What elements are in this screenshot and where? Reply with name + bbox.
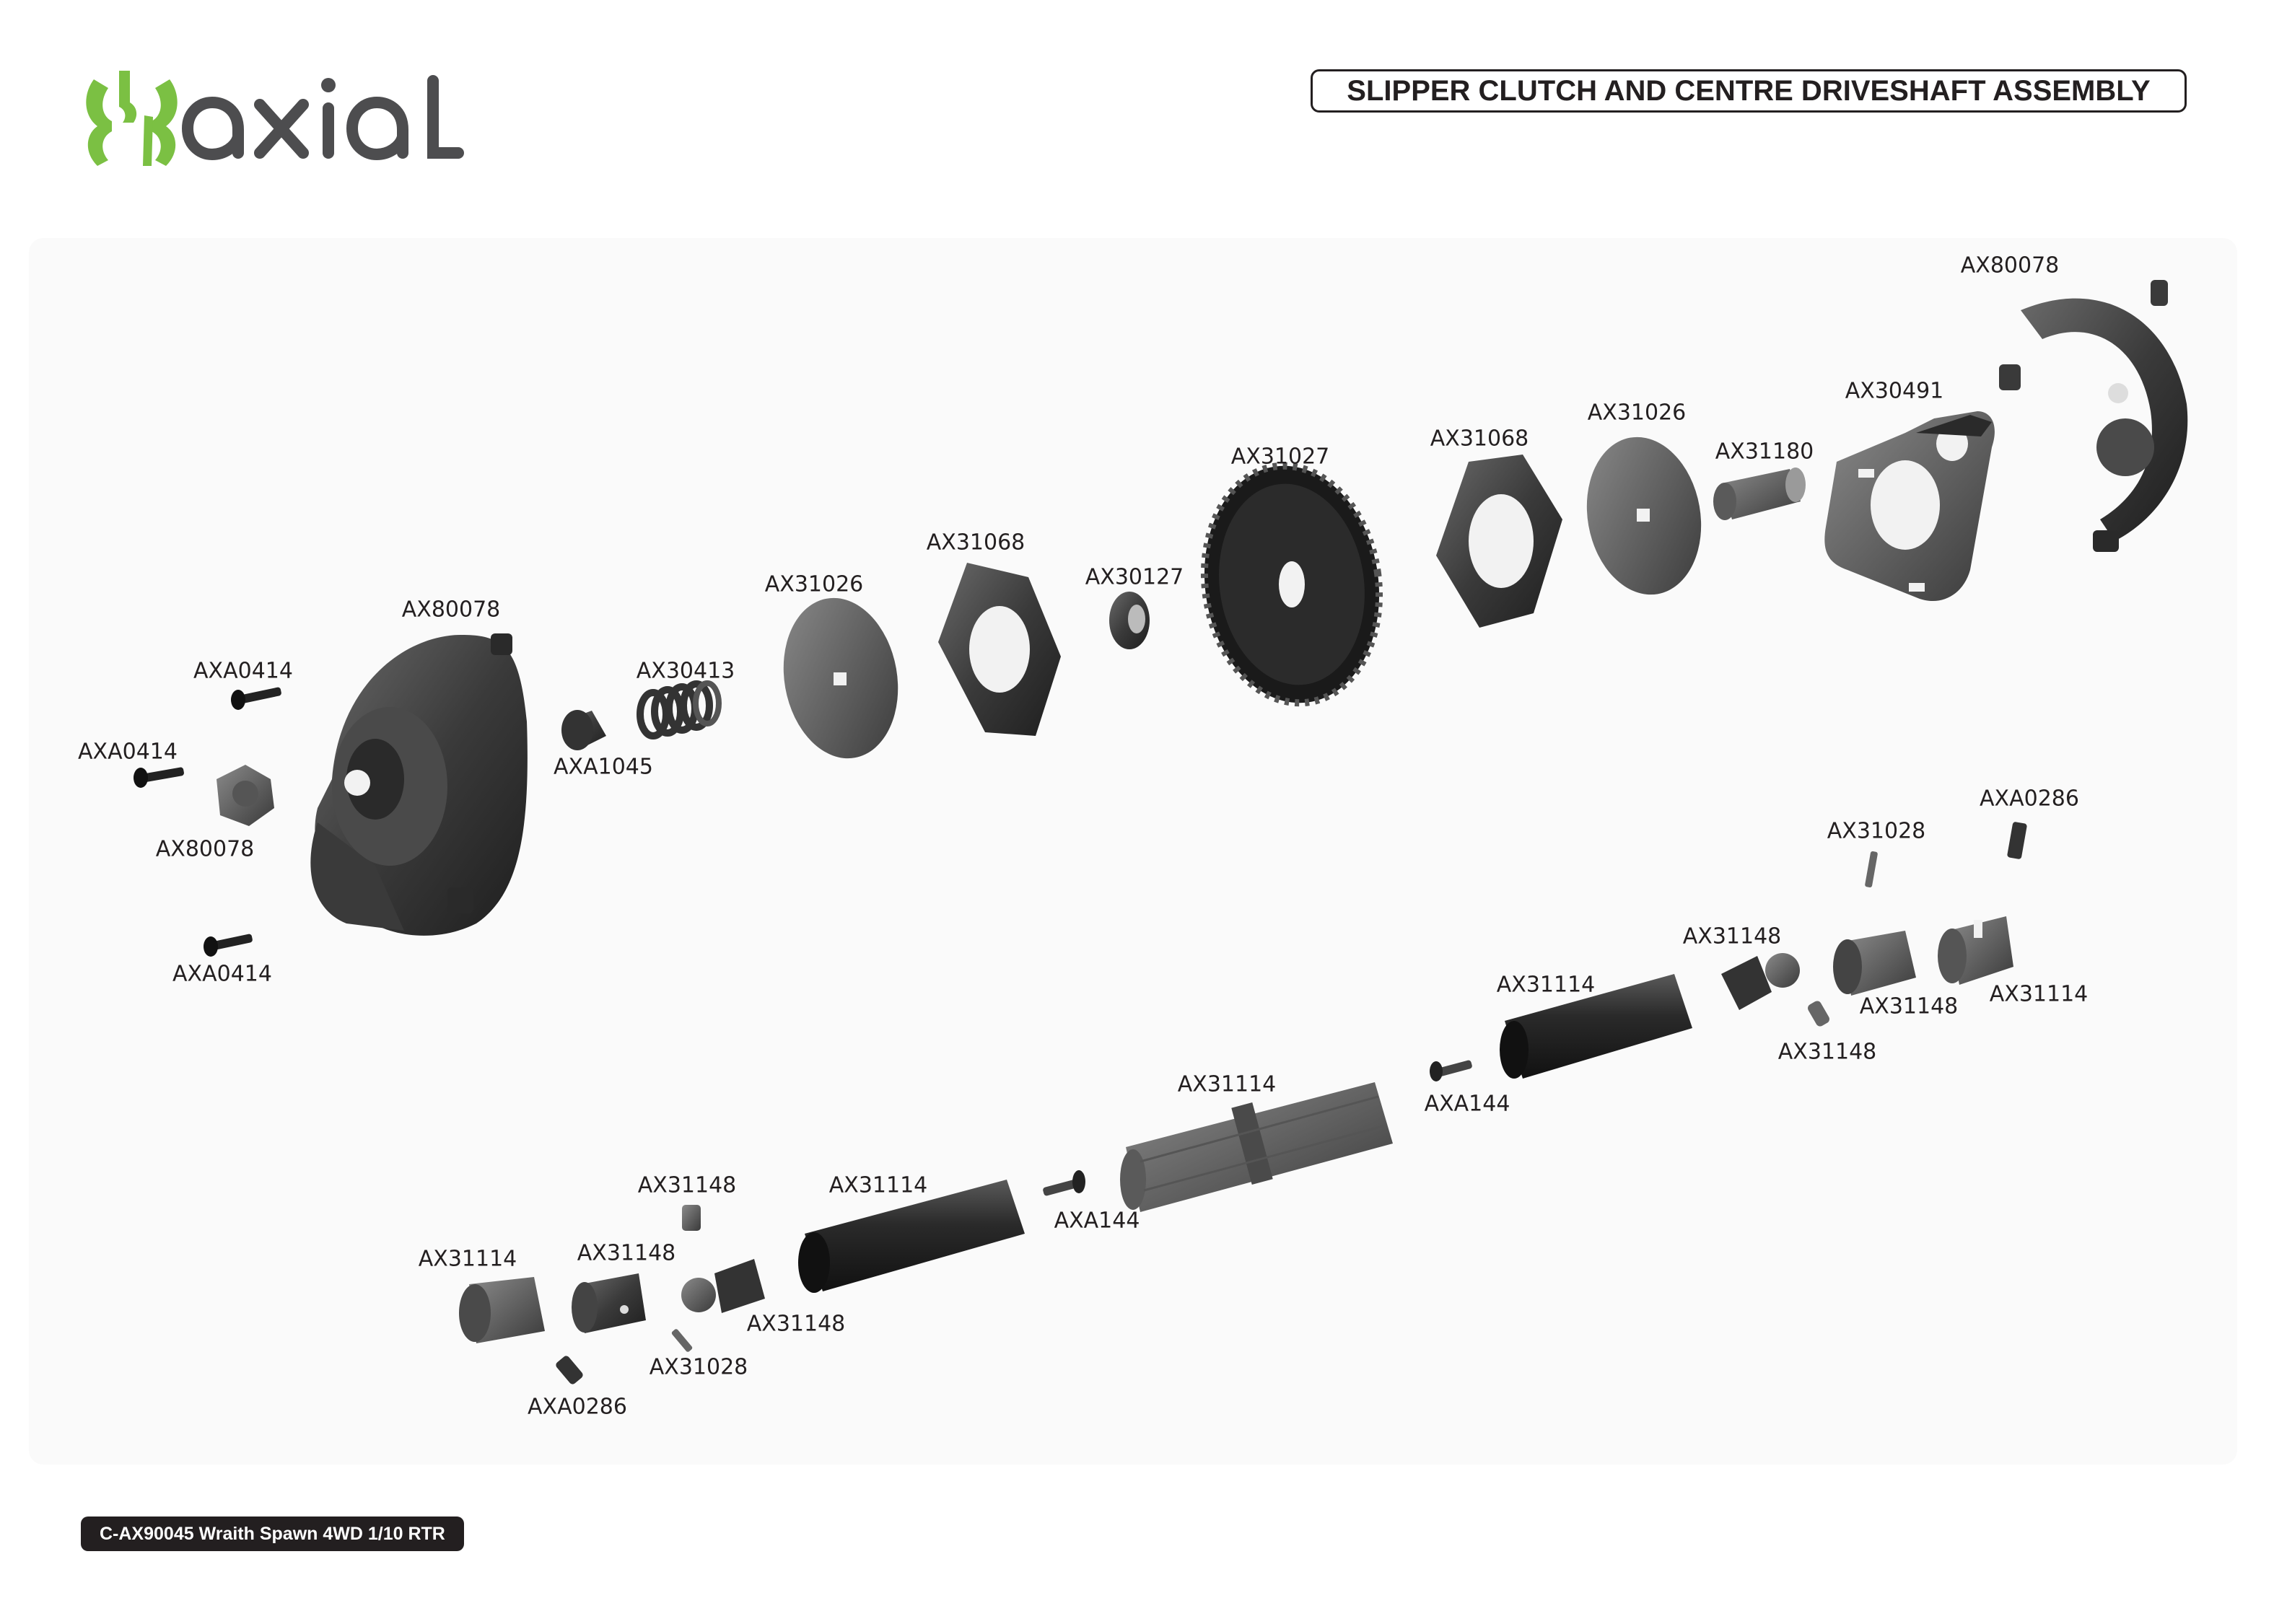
screw-axa144-right-part (1430, 1060, 1472, 1081)
part-label: AXA1045 (554, 754, 653, 780)
part-label: AX31148 (1682, 923, 1782, 949)
part-label: AXA0286 (1980, 786, 2079, 812)
ball-right-part (1721, 953, 1800, 1010)
part-label: AX31028 (649, 1354, 748, 1380)
set-screw-left-part (556, 1356, 583, 1384)
slipper-case-part (310, 633, 528, 936)
part-label: AXA0414 (78, 739, 178, 765)
screw-top-part (231, 687, 281, 710)
slipper-plate-right-part (1436, 455, 1562, 628)
pin-left-bottom-part (671, 1329, 693, 1352)
part-label: AX31148 (746, 1311, 846, 1337)
screw-mid-part (134, 767, 184, 788)
axial-logo-dot (321, 78, 336, 92)
motor-cover-part (1999, 280, 2188, 552)
footer-model-badge: C-AX90045 Wraith Spawn 4WD 1/10 RTR (81, 1517, 464, 1551)
part-label: AX31114 (1496, 972, 1596, 998)
small-bushing-part (561, 710, 606, 750)
part-label: AX31027 (1230, 444, 1330, 470)
part-label: AX30491 (1845, 378, 1944, 404)
tube-right-part (1500, 974, 1692, 1079)
screw-axa144-left-part (1043, 1170, 1085, 1196)
hex-nut-part (217, 765, 274, 826)
part-label: AXA0414 (193, 658, 293, 684)
slipper-pad-left-part (783, 597, 898, 759)
part-label: AX31028 (1827, 818, 1926, 844)
part-label: AX31026 (1587, 400, 1687, 426)
part-label: AX31114 (1989, 981, 2089, 1007)
tube-left-part (798, 1180, 1025, 1293)
part-label: AX30127 (1085, 564, 1184, 590)
part-label: AX31026 (764, 571, 864, 597)
part-label: AX80078 (401, 597, 501, 623)
screw-bottom-part (204, 934, 253, 957)
part-label: AX31114 (418, 1246, 517, 1272)
cup-left-part (459, 1277, 545, 1343)
axial-logo (86, 71, 464, 166)
slipper-pad-right-part (1586, 436, 1702, 595)
axial-logo-mark (86, 71, 178, 166)
part-label: AX31068 (1430, 426, 1529, 452)
part-label: AX30413 (636, 658, 735, 684)
part-label: AX31068 (926, 530, 1026, 556)
cup-right-part (1938, 916, 2013, 985)
pin-left-top-part (682, 1205, 701, 1231)
center-splined-shaft-part (1120, 1082, 1393, 1212)
ball-left-part (681, 1259, 765, 1313)
part-label: AXA0286 (528, 1394, 627, 1420)
part-label: AXA144 (1424, 1091, 1510, 1117)
coupler-left-part (572, 1273, 646, 1333)
coupler-right-part (1833, 931, 1916, 996)
part-label: AX31180 (1715, 439, 1814, 465)
axial-logo-wordmark (181, 75, 464, 161)
part-label: AX31148 (577, 1240, 676, 1266)
motor-mount-plate-part (1824, 411, 1995, 602)
part-label: AXA144 (1054, 1208, 1140, 1234)
bearing-collar-part (1109, 592, 1150, 649)
part-label: AX31114 (1177, 1071, 1277, 1097)
spur-gear-part (1200, 462, 1383, 707)
part-label: AX80078 (1960, 253, 2060, 278)
spring-part (637, 680, 722, 739)
part-label: AX80078 (155, 836, 255, 862)
pin-right2-part (1808, 1001, 1829, 1027)
part-label: AX31148 (1777, 1039, 1877, 1065)
part-label: AXA0414 (172, 961, 272, 987)
part-label: AX31114 (828, 1172, 928, 1198)
page-title: SLIPPER CLUTCH AND CENTRE DRIVESHAFT ASS… (1311, 69, 2187, 113)
part-label: AX31148 (637, 1172, 737, 1198)
pin-right-part (1865, 851, 1878, 888)
bushing-part (1713, 468, 1806, 520)
set-screw-right-part (2007, 822, 2027, 859)
part-label: AX31148 (1859, 993, 1959, 1019)
slipper-plate-left-part (938, 563, 1061, 736)
